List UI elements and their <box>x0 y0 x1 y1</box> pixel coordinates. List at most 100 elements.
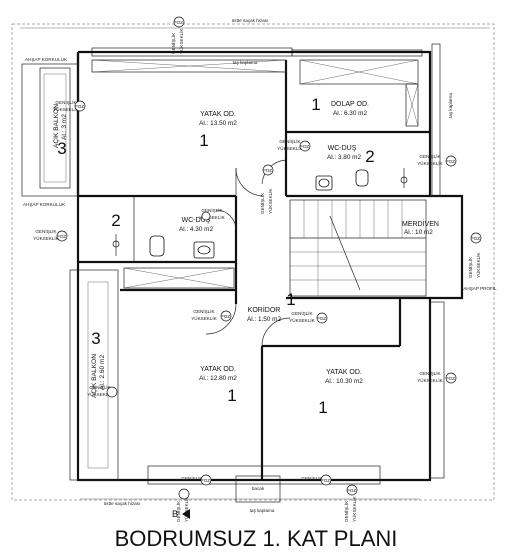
wardrobe-bedroom-left <box>123 267 235 289</box>
svg-text:GENİŞLİK: GENİŞLİK <box>201 207 223 213</box>
drawing-title: BODRUMSUZ 1. KAT PLANI <box>115 526 398 551</box>
svg-text:GENİŞLİK: GENİŞLİK <box>467 256 473 278</box>
room-bedroom-left-number: 1 <box>227 386 236 405</box>
entry-box-label: bacak <box>252 486 265 491</box>
window-callout-wc-mid: GENİŞLİK YÜKSEKLİK <box>199 207 226 221</box>
svg-text:YÜKSEKLİK: YÜKSEKLİK <box>267 188 273 214</box>
balcony-bottom-area: Al.: 2.60 m2 <box>99 354 106 390</box>
svg-text:YÜKSEKLİK: YÜKSEKLİK <box>351 496 357 522</box>
overhang-label-bottom: üstte saçak hizası <box>104 501 141 506</box>
svg-text:YÜKSEKLİK: YÜKSEKLİK <box>417 160 443 166</box>
right-stone-strip <box>431 43 441 197</box>
window-callout-bottom-left-lower: GENİŞLİK YÜKSEKLİK <box>175 488 190 522</box>
room-bedroom-left-area: Al.: 12.80 m2 <box>199 375 237 382</box>
svg-text:GENİŞLİK: GENİŞLİK <box>89 384 111 390</box>
balcony-top-railing-label-2: AHŞAP KORKULUK <box>23 202 66 207</box>
right-lower-strip <box>429 301 445 479</box>
svg-text:POZ.: POZ. <box>75 104 86 109</box>
svg-text:GENİŞLİK: GENİŞLİK <box>35 228 57 234</box>
room-dolap-number: 1 <box>311 95 320 114</box>
room-wc-top-area: Al.: 3.80 m2 <box>327 154 362 161</box>
svg-text:GENİŞLİK: GENİŞLİK <box>259 192 265 214</box>
fixtures-wc-top <box>315 168 408 191</box>
bottom-terrace <box>147 465 381 485</box>
bottom-entry-box <box>235 475 281 503</box>
section-marker-label: B <box>172 509 178 519</box>
room-dolap-area: Al.: 6.30 m2 <box>333 110 368 117</box>
svg-text:POZ.: POZ. <box>446 376 457 381</box>
window-callout-corridor-right: GENİŞLİK YÜKSEKLİK POZ. <box>289 310 328 324</box>
room-dolap-name: DOLAP OD. <box>331 101 369 108</box>
balcony-top-number: 3 <box>57 139 66 158</box>
section-marker-arrow <box>182 509 190 519</box>
stair-name: MERDİVEN <box>402 219 439 228</box>
balcony-top-name: AÇIK BALKON <box>53 104 60 148</box>
window-callout-balcony-bottom: GENİŞLİK YÜKSEKLİK <box>87 384 118 398</box>
window-callout-corridor-left: GENİŞLİK YÜKSEKLİK POZ. <box>191 308 231 322</box>
overhang-label-top: üstte saçak hizası <box>232 18 269 23</box>
room-wc-top-name: WC-DUŞ <box>328 145 357 152</box>
svg-text:POZ.: POZ. <box>263 168 274 173</box>
room-bedroom-left-name: YATAK OD. <box>200 366 236 373</box>
svg-text:GENİŞLİK: GENİŞLİK <box>291 310 313 316</box>
balcony-bottom-outline <box>69 269 119 481</box>
window-callout-top-center: GENİŞLİK YÜKSEKLİK POZ. <box>170 16 185 54</box>
door-swings <box>205 159 291 347</box>
room-bedroom-top-name: YATAK OD. <box>200 111 236 118</box>
window-callout-bottom-right: GENİŞLİK POZ. <box>301 474 331 486</box>
overhang-line <box>11 23 495 501</box>
svg-text:GENİŞLİK: GENİŞLİK <box>419 153 441 159</box>
staircase <box>289 199 427 297</box>
svg-text:GENİŞLİK: GENİŞLİK <box>55 99 77 105</box>
svg-text:YÜKSEKLİK: YÜKSEKLİK <box>87 391 113 397</box>
window-callout-left-mid: GENİŞLİK YÜKSEKLİK POZ. <box>33 228 68 242</box>
wardrobe-dolap <box>299 59 419 127</box>
stone-cladding-right-label: taş kaplama <box>448 93 453 118</box>
svg-text:POZ.: POZ. <box>317 316 328 321</box>
svg-text:GENİŞLİK: GENİŞLİK <box>181 475 203 481</box>
balcony-top-railing-label: AHŞAP KORKULUK <box>25 57 68 62</box>
balcony-top-rail <box>43 73 67 183</box>
window-callout-top-left: GENİŞLİK YÜKSEKLİK POZ. <box>53 99 85 112</box>
svg-text:GENİŞLİK: GENİŞLİK <box>301 475 323 481</box>
room-wc-mid-name: WC-DUŞ <box>182 217 211 224</box>
svg-text:POZ.: POZ. <box>446 159 457 164</box>
svg-text:YÜKSEKLİK: YÜKSEKLİK <box>289 317 315 323</box>
balcony-top-area: Al.: 3 m2 <box>61 114 68 140</box>
room-bedroom-right-number: 1 <box>318 398 327 417</box>
svg-text:GENİŞLİK: GENİŞLİK <box>193 308 215 314</box>
window-callout-bottom-center: GENİŞLİK YÜKSEKLİK POZ. <box>343 484 357 522</box>
svg-text:GENİŞLİK: GENİŞLİK <box>343 500 349 522</box>
window-callout-right-top: GENİŞLİK YÜKSEKLİK POZ. <box>417 153 457 167</box>
room-corridor-name: KORİDOR <box>248 305 281 314</box>
window-callout-wc-top: GENİŞLİK YÜKSEKLİK POZ. <box>277 138 311 152</box>
svg-text:GENİŞLİK: GENİŞLİK <box>419 370 441 376</box>
room-corridor-number: 1 <box>286 290 295 309</box>
room-corridor-area: Al.: 1.50 m2 <box>247 316 282 323</box>
svg-text:YÜKSEKLİK: YÜKSEKLİK <box>277 145 303 151</box>
room-bedroom-top-area: Al.: 13.50 m2 <box>199 120 237 127</box>
svg-text:AHŞAP PROFİL: AHŞAP PROFİL <box>463 285 497 291</box>
room-bedroom-right-name: YATAK OD. <box>326 369 362 376</box>
balcony-bottom-name: AÇIK BALKON <box>91 354 98 398</box>
balcony-bottom-number: 3 <box>91 329 100 348</box>
balcony-bottom-rail <box>87 281 109 469</box>
window-callout-door-right: GENİŞLİK YÜKSEKLİK POZ. <box>259 164 274 214</box>
svg-text:YÜKSEKLİK: YÜKSEKLİK <box>33 235 59 241</box>
window-callout-right-mid: GENİŞLİK YÜKSEKLİK POZ. AHŞAP PROFİL <box>463 232 497 291</box>
svg-text:GENİŞLİK: GENİŞLİK <box>175 500 181 522</box>
svg-text:POZ.: POZ. <box>174 20 185 25</box>
svg-text:YÜKSEKLİK: YÜKSEKLİK <box>178 28 184 54</box>
balcony-top-inner <box>39 67 71 189</box>
svg-text:POZ.: POZ. <box>201 478 212 483</box>
svg-text:GENİŞLİK: GENİŞLİK <box>170 32 176 54</box>
balcony-top-outline <box>21 63 79 197</box>
room-wc-mid-number: 2 <box>111 211 120 230</box>
svg-text:POZ.: POZ. <box>57 234 68 239</box>
svg-text:YÜKSEKLİK: YÜKSEKLİK <box>199 214 225 220</box>
room-wc-mid-area: Al.: 4.30 m2 <box>179 226 214 233</box>
svg-text:POZ.: POZ. <box>300 144 311 149</box>
svg-text:POZ.: POZ. <box>471 236 482 241</box>
wardrobe-top <box>91 59 287 73</box>
